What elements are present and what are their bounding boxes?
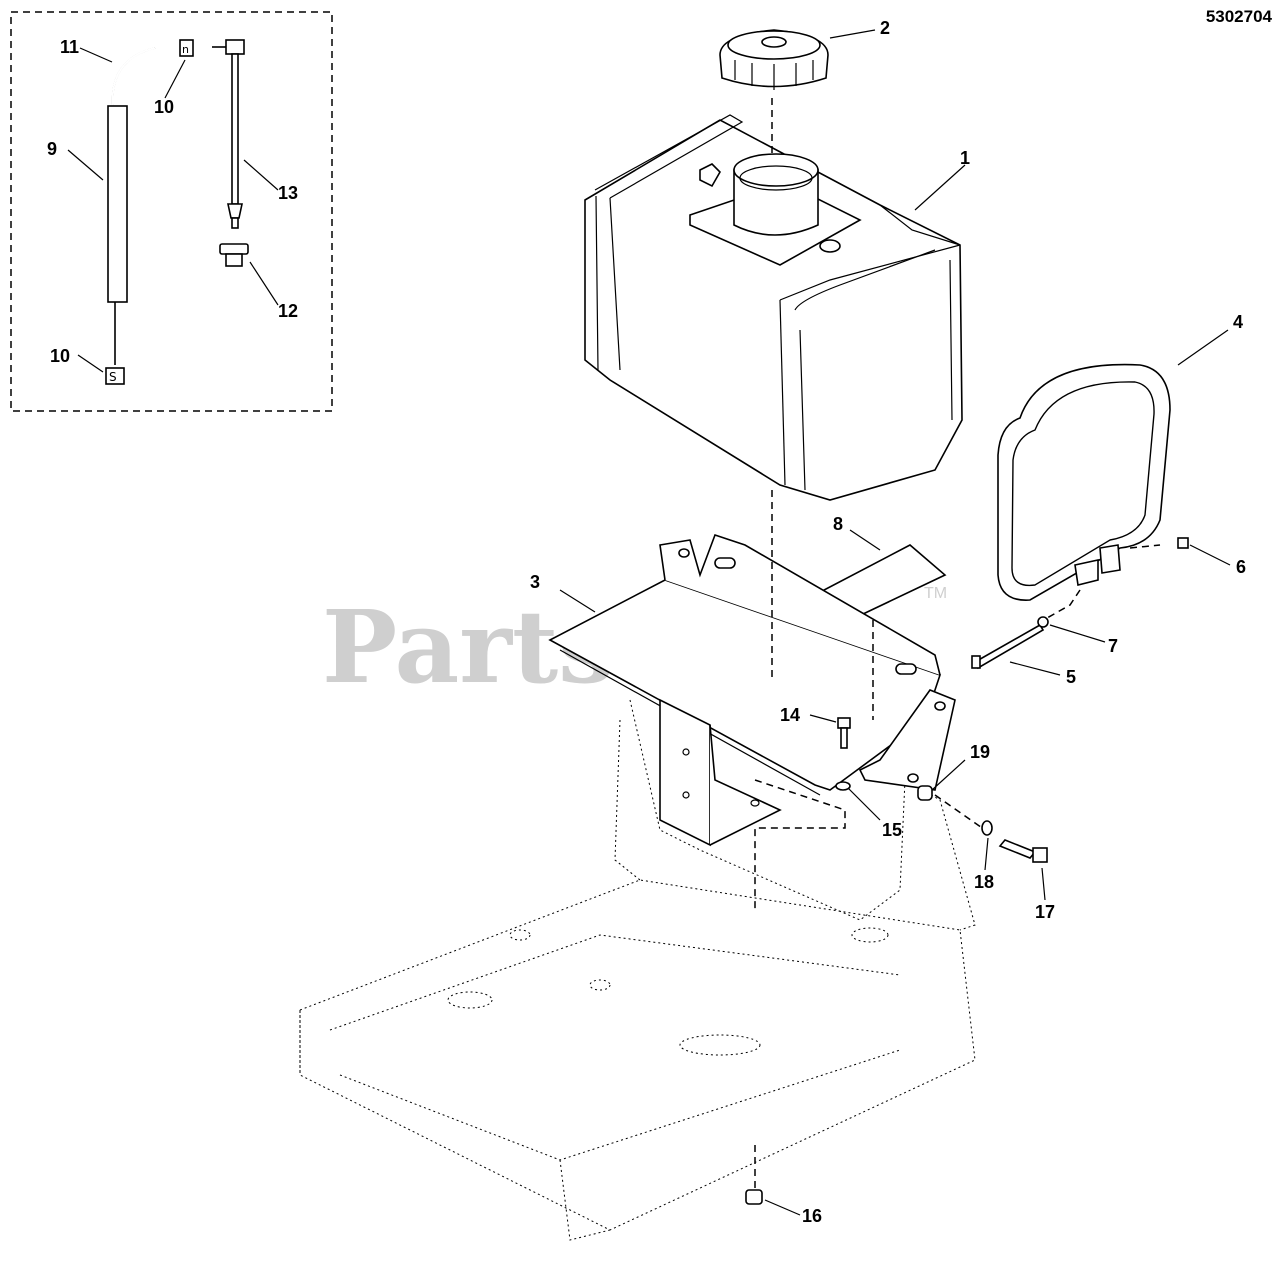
leader-lines	[67, 29, 1231, 1216]
washer-7	[1037, 616, 1049, 628]
fuel-cap	[719, 29, 829, 90]
callout-9: 9	[47, 139, 57, 159]
fuel-pickup	[212, 39, 245, 229]
callout-10-upper: 10	[154, 97, 174, 117]
callout-12: 12	[278, 301, 298, 321]
washer-15	[835, 781, 851, 791]
bolt-17	[998, 839, 1037, 859]
watermark-trademark: TM	[924, 585, 947, 602]
bolt-14-head	[837, 717, 851, 729]
callout-6: 6	[1236, 557, 1246, 577]
callout-18: 18	[974, 872, 994, 892]
document-number: 5302704	[1206, 7, 1273, 26]
assembly-lines	[754, 490, 1161, 1190]
bolt-5	[973, 623, 1045, 670]
callout-2: 2	[880, 18, 890, 38]
callout-5: 5	[1066, 667, 1076, 687]
callout-17: 17	[1035, 902, 1055, 922]
callout-15: 15	[882, 820, 902, 840]
svg-text:S: S	[109, 370, 117, 384]
callout-11: 11	[60, 37, 79, 57]
callout-1: 1	[960, 148, 970, 168]
callout-4: 4	[1233, 312, 1243, 332]
mower-frame-ghost	[299, 699, 976, 1241]
callout-7: 7	[1108, 636, 1118, 656]
callout-13: 13	[278, 183, 298, 203]
svg-text:n: n	[182, 43, 189, 56]
tank-strap	[997, 363, 1171, 601]
fuel-tank	[584, 114, 963, 501]
nut-6	[1177, 537, 1189, 549]
washer-18	[981, 820, 993, 836]
grommet	[219, 243, 249, 267]
support-bracket	[659, 698, 782, 847]
sender-tube: S n	[105, 39, 194, 385]
callout-14: 14	[780, 705, 800, 725]
callout-8: 8	[833, 514, 843, 534]
nut-19	[917, 785, 933, 801]
callout-16: 16	[802, 1206, 822, 1226]
callout-3: 3	[530, 572, 540, 592]
callout-10-lower: 10	[50, 346, 70, 366]
hardware	[745, 537, 1189, 1205]
kit-box	[10, 11, 333, 412]
callout-19: 19	[970, 742, 990, 762]
plug-16	[745, 1189, 763, 1205]
